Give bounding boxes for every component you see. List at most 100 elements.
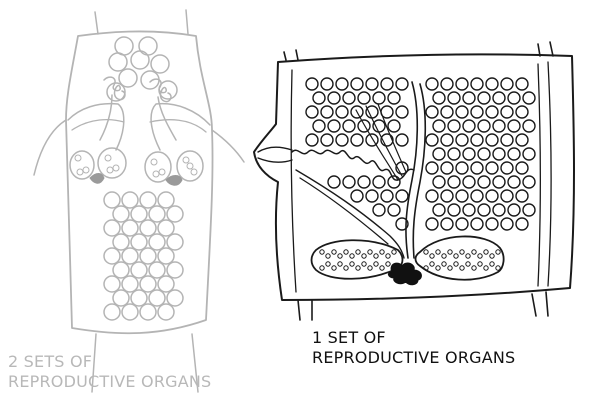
egg-capsule (148, 289, 166, 307)
egg-capsule (515, 161, 529, 175)
left-segment-outline (65, 30, 214, 335)
egg-capsule (148, 205, 166, 223)
left-testis-cluster-2 (144, 150, 204, 186)
egg-capsule (327, 91, 341, 105)
egg-capsule (395, 77, 409, 91)
egg-capsule (440, 217, 454, 231)
right-segment-top-neighbor-line (283, 51, 287, 61)
egg-capsules-lower (103, 191, 184, 321)
egg-capsule (106, 82, 126, 102)
egg-capsule (166, 233, 184, 251)
left-testis-cluster-1 (69, 147, 127, 184)
egg-capsule (395, 133, 409, 147)
egg-capsule (139, 219, 157, 237)
caption-one-set: 1 SET OF REPRODUCTIVE ORGANS (312, 328, 515, 368)
egg-capsule (372, 91, 386, 105)
egg-capsule (112, 261, 130, 279)
egg-capsule (477, 203, 491, 217)
egg-capsule (121, 247, 139, 265)
egg-capsule (350, 189, 364, 203)
egg-capsule (477, 147, 491, 161)
testis-follicle (319, 265, 325, 271)
testis-follicle (465, 261, 471, 267)
right-inner-margin-right (537, 63, 541, 287)
egg-capsule (365, 77, 379, 91)
egg-capsule (522, 147, 536, 161)
egg-capsule (500, 189, 514, 203)
egg-capsule (166, 261, 184, 279)
egg-capsule (139, 275, 157, 293)
egg-capsule (387, 203, 401, 217)
egg-capsule (387, 175, 401, 189)
egg-capsule (425, 77, 439, 91)
testis-follicle (337, 253, 343, 259)
egg-capsule (357, 91, 371, 105)
egg-capsule (320, 105, 334, 119)
egg-capsule (425, 161, 439, 175)
egg-capsule (522, 175, 536, 189)
left-coiled-duct-right (149, 78, 177, 141)
left-segment-side-fold (33, 119, 67, 176)
egg-capsule (447, 91, 461, 105)
left-segment-top-neighbor-line (185, 9, 189, 35)
egg-capsule (103, 275, 121, 293)
testis-follicle (355, 249, 361, 255)
right-segment-top-neighbor-line (537, 43, 541, 57)
egg-capsule (455, 161, 469, 175)
egg-capsule (432, 119, 446, 133)
testis-follicle (355, 265, 361, 271)
egg-capsule (139, 191, 157, 209)
egg-capsule (507, 119, 521, 133)
testis-follicle (373, 253, 379, 259)
egg-capsule (103, 219, 121, 237)
egg-capsule (507, 147, 521, 161)
egg-capsule (312, 91, 326, 105)
testis-follicle (379, 265, 385, 271)
egg-capsule (500, 161, 514, 175)
left-inner-curve (149, 119, 207, 133)
egg-capsule (108, 52, 128, 72)
egg-capsule (477, 91, 491, 105)
egg-capsule (305, 105, 319, 119)
right-duct-fan (377, 103, 407, 173)
right-segment-outline (253, 53, 575, 301)
egg-capsule (440, 161, 454, 175)
egg-capsule (462, 91, 476, 105)
egg-capsule (130, 261, 148, 279)
testis-follicle (343, 249, 349, 255)
testis-follicle (385, 261, 391, 267)
testis-follicle (483, 265, 489, 271)
egg-capsule (121, 219, 139, 237)
testis-follicle (349, 261, 355, 267)
egg-capsule (157, 247, 175, 265)
egg-capsule (470, 105, 484, 119)
testis-follicle (459, 249, 465, 255)
egg-capsule (447, 147, 461, 161)
testis-follicle (489, 261, 495, 267)
egg-capsule (455, 77, 469, 91)
egg-capsule (515, 133, 529, 147)
left-segment-side-fold (211, 129, 245, 163)
right-segment-bottom-neighbor-line (545, 291, 549, 317)
right-genital-pore (257, 146, 293, 163)
testis-follicle (471, 265, 477, 271)
caption-one-set-line1: 1 SET OF (312, 328, 386, 347)
testis-follicle (447, 249, 453, 255)
testis-follicle (379, 249, 385, 255)
testis-follicle (441, 253, 447, 259)
egg-capsule (500, 105, 514, 119)
egg-capsule (447, 119, 461, 133)
right-inner-margin-left (290, 69, 297, 293)
egg-capsule (365, 189, 379, 203)
egg-capsule (477, 175, 491, 189)
testis-follicle (319, 249, 325, 255)
egg-capsule (380, 77, 394, 91)
egg-capsule (470, 161, 484, 175)
egg-capsule (166, 205, 184, 223)
egg-capsule (492, 175, 506, 189)
egg-capsule (342, 91, 356, 105)
egg-capsule (447, 175, 461, 189)
egg-capsule (335, 105, 349, 119)
egg-capsule (357, 119, 371, 133)
